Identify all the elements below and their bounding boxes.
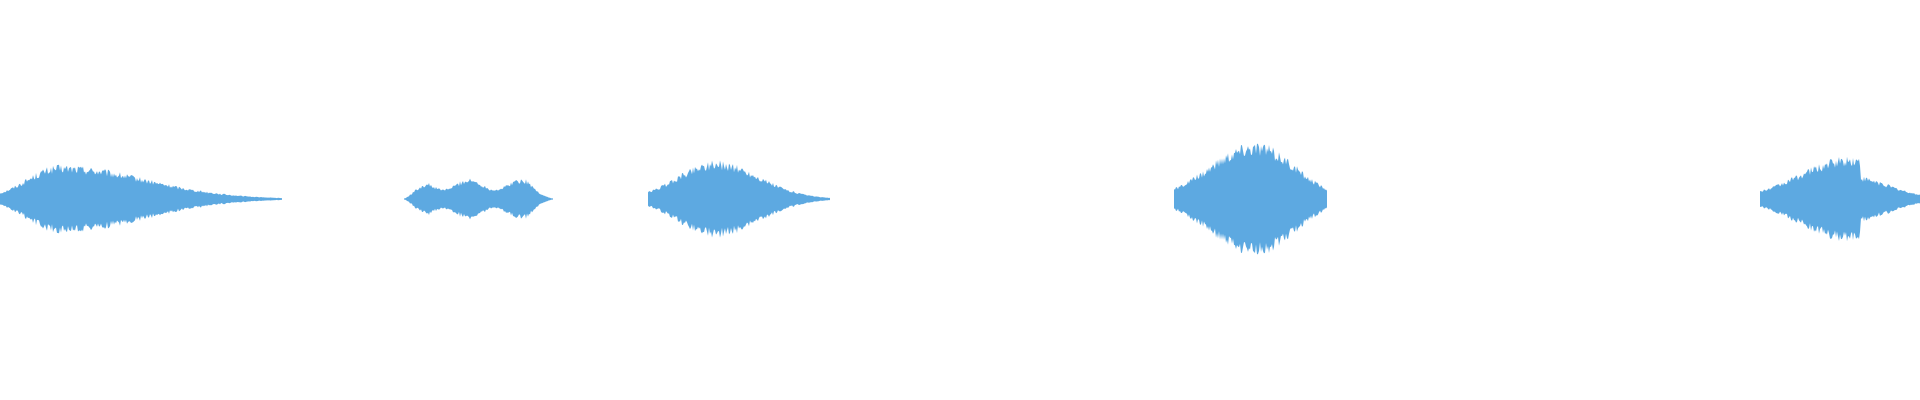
waveform-segment-2 [404, 178, 553, 220]
waveform-segment-3 [648, 160, 830, 238]
waveform-segments [0, 143, 1920, 255]
waveform-segment-4 [1174, 143, 1327, 255]
waveform-segment-5 [1760, 156, 1920, 242]
waveform-segment-1 [0, 164, 282, 234]
